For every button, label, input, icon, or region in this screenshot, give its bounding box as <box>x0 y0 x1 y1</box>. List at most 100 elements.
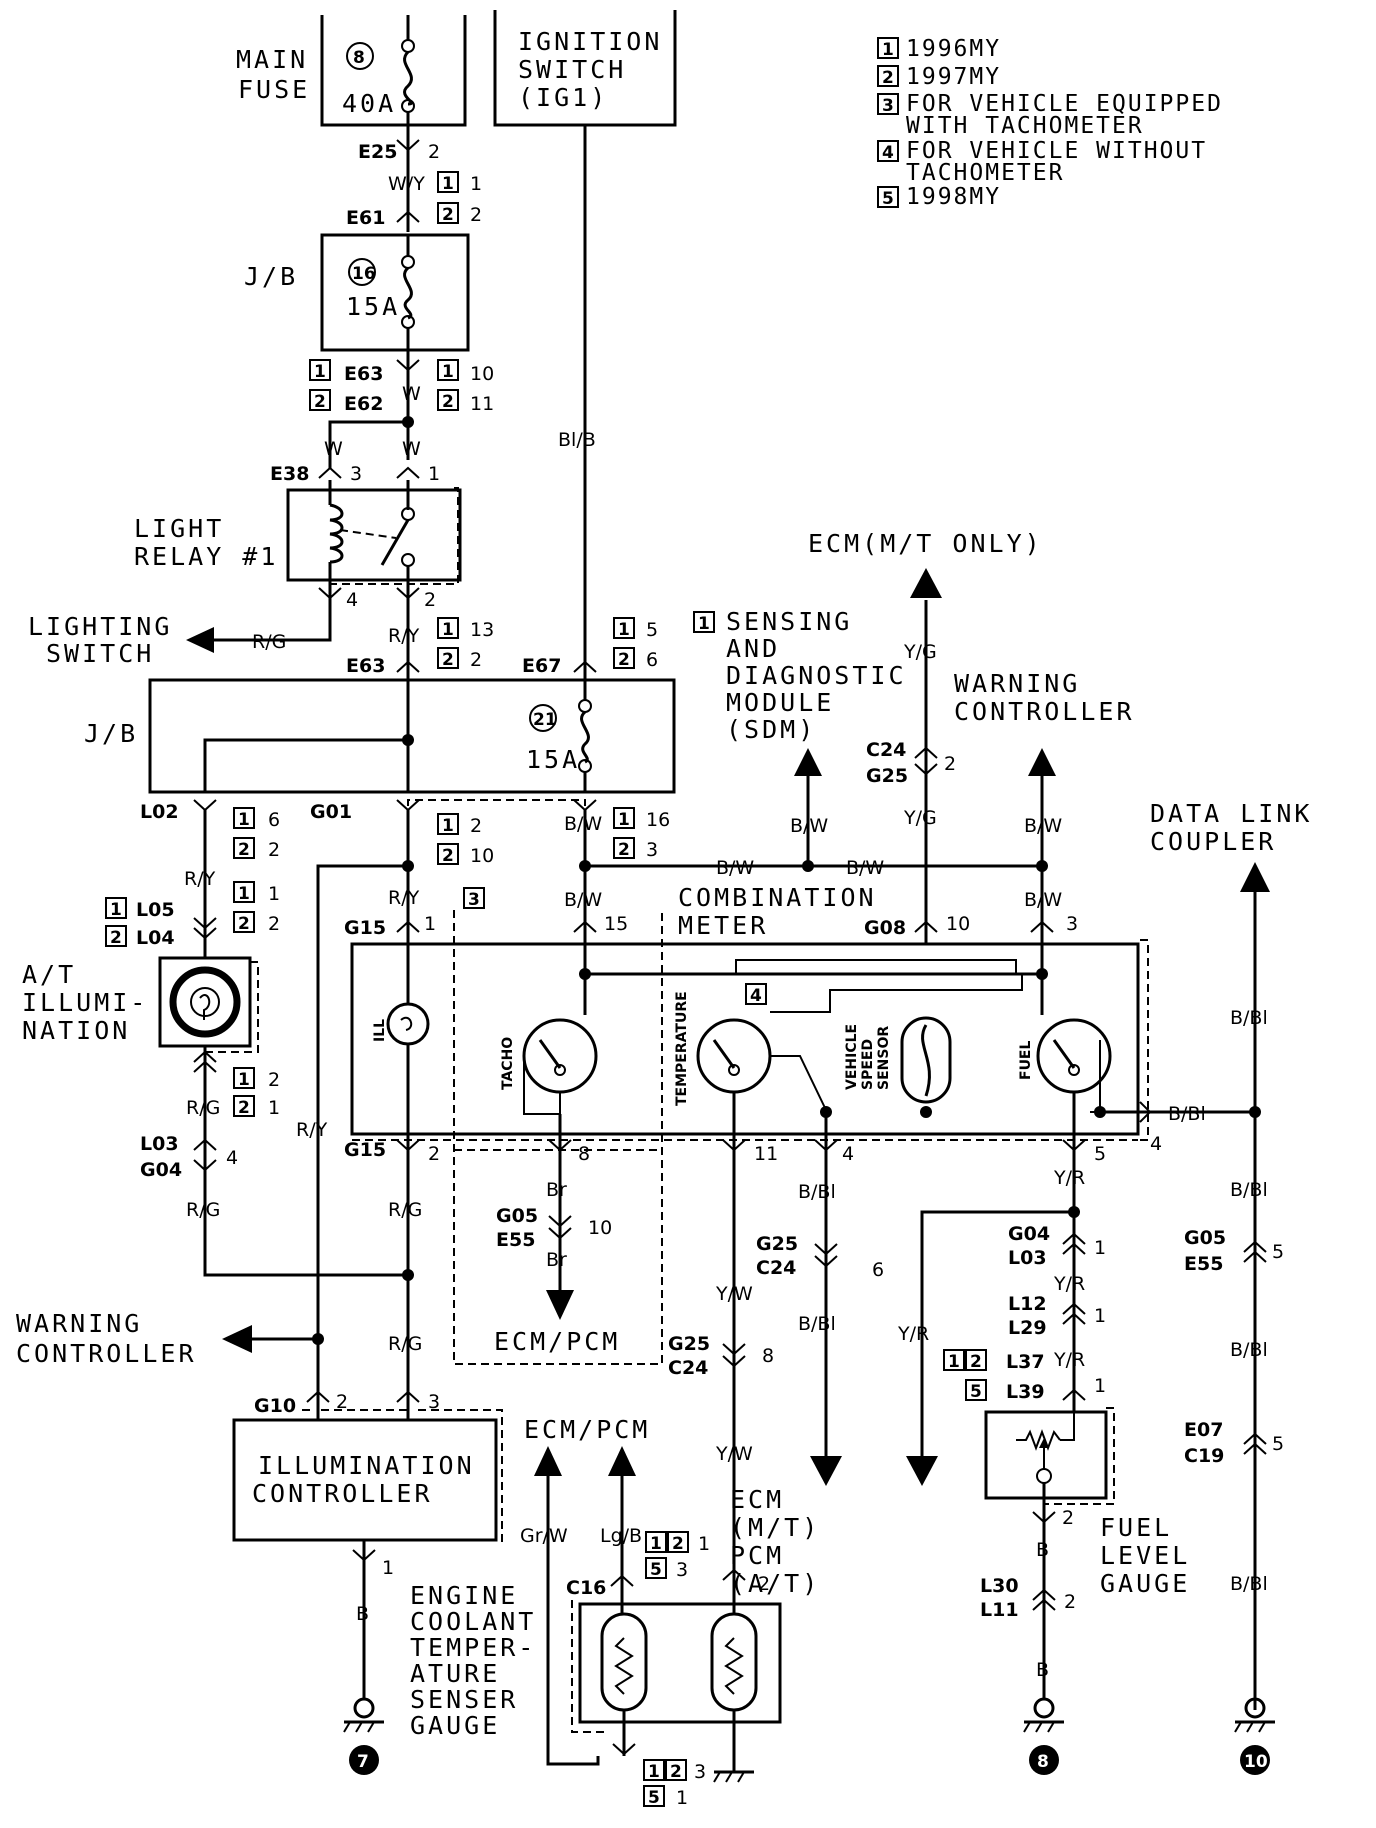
svg-text:SWITCH: SWITCH <box>46 639 154 668</box>
svg-text:1: 1 <box>424 913 436 935</box>
svg-text:G08: G08 <box>864 917 906 939</box>
svg-text:TEMPER-: TEMPER- <box>410 1633 536 1662</box>
svg-text:10: 10 <box>588 1217 612 1239</box>
legend-item-1: 1996MY <box>906 36 1001 62</box>
svg-text:2: 2 <box>428 141 440 163</box>
svg-text:15A: 15A <box>346 292 400 321</box>
svg-text:4: 4 <box>346 589 358 611</box>
svg-text:2: 2 <box>314 392 326 412</box>
fuel-level-gauge: FUEL LEVEL GAUGE <box>984 1380 1187 1598</box>
svg-text:G04: G04 <box>1008 1223 1050 1245</box>
legend-item-2: 1997MY <box>906 64 1001 90</box>
svg-text:6: 6 <box>268 809 280 831</box>
svg-text:1: 1 <box>470 173 482 195</box>
svg-text:1: 1 <box>268 883 280 905</box>
illumination-controller: G10 2 3 ILLUMINATION CONTROLLER <box>232 1390 503 1546</box>
svg-text:G15: G15 <box>344 1139 386 1161</box>
svg-text:TEMPERATURE: TEMPERATURE <box>674 991 690 1106</box>
svg-text:4: 4 <box>882 143 894 163</box>
ect-sensor: ECM/PCM Gr/W Lg/B 1 2 1 5 3 C16 ENGINE C… <box>410 1415 782 1809</box>
svg-text:2: 2 <box>442 205 454 225</box>
svg-text:ECM/PCM: ECM/PCM <box>494 1327 620 1356</box>
svg-text:B: B <box>1036 1659 1049 1681</box>
svg-text:CONTROLLER: CONTROLLER <box>954 697 1135 726</box>
svg-text:6: 6 <box>646 649 658 671</box>
svg-text:L05: L05 <box>136 899 175 921</box>
svg-text:CONTROLLER: CONTROLLER <box>252 1479 433 1508</box>
svg-text:ECM/PCM: ECM/PCM <box>524 1415 650 1444</box>
svg-text:1: 1 <box>618 620 630 640</box>
svg-text:B/W: B/W <box>716 857 754 879</box>
svg-text:Y/R: Y/R <box>1053 1273 1085 1295</box>
svg-text:COMBINATION: COMBINATION <box>678 883 877 912</box>
svg-text:G01: G01 <box>310 801 352 823</box>
svg-text:1: 1 <box>314 362 326 382</box>
svg-text:ENGINE: ENGINE <box>410 1581 518 1610</box>
svg-text:2: 2 <box>442 846 454 866</box>
svg-text:11: 11 <box>470 393 494 415</box>
svg-text:2: 2 <box>470 204 482 226</box>
svg-text:E07: E07 <box>1184 1419 1223 1441</box>
svg-text:Y/W: Y/W <box>715 1283 753 1305</box>
svg-text:2: 2 <box>110 928 122 948</box>
svg-text:L30: L30 <box>980 1575 1019 1597</box>
svg-text:G25: G25 <box>668 1333 710 1355</box>
svg-text:B/W: B/W <box>564 813 602 835</box>
svg-text:B: B <box>356 1603 369 1625</box>
svg-text:G25: G25 <box>866 765 908 787</box>
svg-text:10: 10 <box>946 913 970 935</box>
svg-text:2: 2 <box>268 1069 280 1091</box>
svg-text:L39: L39 <box>1006 1381 1045 1403</box>
svg-text:16: 16 <box>646 809 670 831</box>
svg-text:2: 2 <box>238 914 250 934</box>
svg-text:B/W: B/W <box>1024 889 1062 911</box>
svg-text:2: 2 <box>442 650 454 670</box>
svg-text:FUSE: FUSE <box>238 75 310 104</box>
svg-text:C24: C24 <box>756 1257 796 1279</box>
svg-text:L11: L11 <box>980 1599 1019 1621</box>
legend-item-4: FOR VEHICLE WITHOUT <box>906 138 1207 164</box>
svg-text:G05: G05 <box>496 1205 538 1227</box>
svg-text:1: 1 <box>382 1557 394 1579</box>
svg-text:G15: G15 <box>344 917 386 939</box>
svg-text:Y/G: Y/G <box>903 807 937 829</box>
svg-text:ILL: ILL <box>372 1019 388 1042</box>
svg-text:2: 2 <box>336 1391 348 1413</box>
svg-text:C19: C19 <box>1184 1445 1224 1467</box>
svg-text:3: 3 <box>646 839 658 861</box>
svg-text:(M/T): (M/T) <box>730 1513 820 1542</box>
svg-text:1: 1 <box>442 174 454 194</box>
legend-item-5: 1998MY <box>906 184 1001 210</box>
svg-text:TACHO: TACHO <box>500 1037 516 1090</box>
svg-text:40A: 40A <box>342 89 396 118</box>
lighting-switch-label: LIGHTING <box>28 612 172 641</box>
svg-text:SENSOR: SENSOR <box>876 1026 892 1090</box>
svg-text:2: 2 <box>238 1098 250 1118</box>
svg-text:R/Y: R/Y <box>184 868 216 890</box>
svg-text:E55: E55 <box>496 1229 535 1251</box>
svg-text:3: 3 <box>676 1559 688 1581</box>
svg-text:W/Y: W/Y <box>388 173 425 195</box>
svg-text:2: 2 <box>618 840 630 860</box>
svg-text:5: 5 <box>882 189 894 209</box>
svg-text:L12: L12 <box>1008 1293 1047 1315</box>
svg-text:Y/W: Y/W <box>715 1443 753 1465</box>
svg-text:E55: E55 <box>1184 1253 1223 1275</box>
svg-text:RELAY #1: RELAY #1 <box>134 542 278 571</box>
svg-text:C24: C24 <box>668 1357 708 1379</box>
svg-text:5: 5 <box>1272 1241 1284 1263</box>
svg-text:2: 2 <box>670 1762 682 1782</box>
svg-text:1: 1 <box>442 362 454 382</box>
svg-text:2: 2 <box>882 68 894 88</box>
svg-text:1: 1 <box>238 884 250 904</box>
svg-text:FUEL: FUEL <box>1018 1041 1034 1080</box>
svg-text:W: W <box>402 383 421 405</box>
ground-10: 10 <box>1234 1697 1275 1775</box>
svg-text:1: 1 <box>428 463 440 485</box>
svg-text:R/G: R/G <box>388 1333 422 1355</box>
svg-text:R/Y: R/Y <box>296 1119 328 1141</box>
combination-meter: COMBINATION METER 4 ILL TACHO TEMPERATUR… <box>350 883 1149 1365</box>
svg-text:1: 1 <box>1094 1237 1106 1259</box>
svg-text:11: 11 <box>754 1143 778 1165</box>
